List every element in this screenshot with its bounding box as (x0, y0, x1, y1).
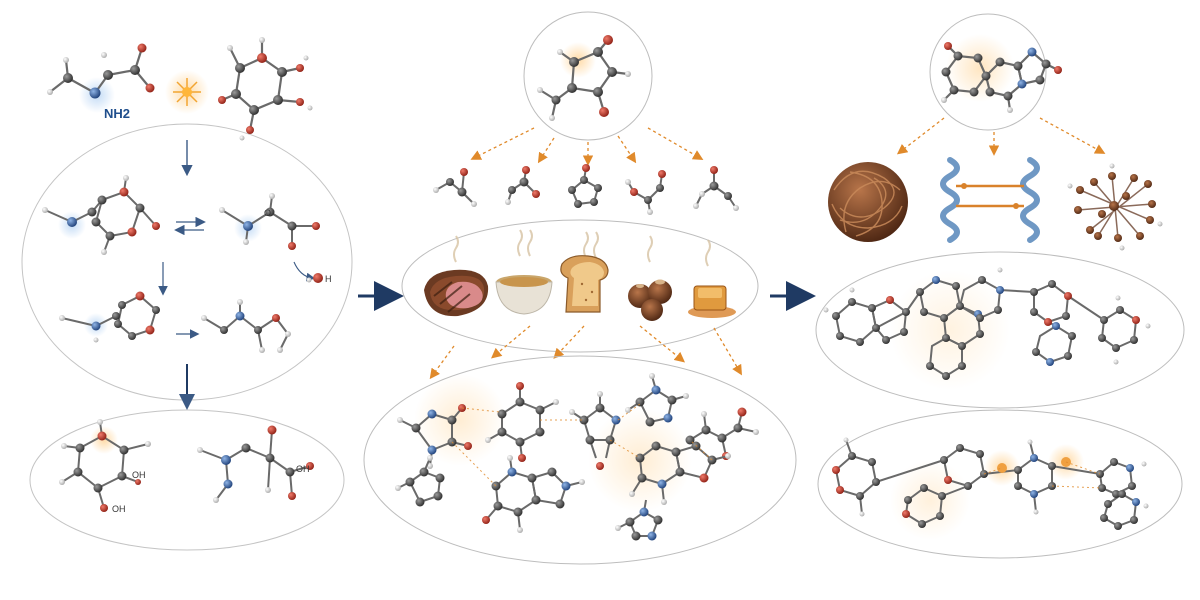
sugar-molecule (218, 37, 313, 141)
volatile-molecule (505, 166, 540, 205)
amadori-molecule: O (219, 193, 320, 250)
seared-meat-icon (424, 269, 489, 317)
interaction-lines (451, 403, 713, 487)
water-molecule: H (293, 261, 332, 284)
caramel-icon (688, 285, 736, 318)
polycyclic-atoms (823, 267, 1151, 380)
amino-acid-molecule: NH2 (47, 43, 155, 121)
intermediate-products-ellipse (29, 409, 345, 551)
water-h-label: H (325, 274, 332, 284)
crosslinked-network-icon (1067, 163, 1163, 251)
volatile-molecule (625, 170, 666, 215)
aromatic-atoms (832, 437, 1149, 530)
hydroxyl-label-2: OH (112, 504, 126, 514)
fused-ring-molecule (941, 42, 1062, 113)
flow-arrows-top (470, 127, 704, 166)
rearranged-intermediate-molecule (201, 299, 291, 353)
protein-helix-icon (940, 157, 1040, 243)
spark-icon (165, 70, 209, 114)
oxygen-label: O (264, 208, 271, 218)
aminoketone-molecule: OH (197, 425, 314, 503)
heterocycle-molecule (395, 455, 445, 507)
equilibrium-arrows-icon (174, 216, 206, 236)
heterocycle-molecule (615, 499, 663, 541)
steam-wisps (453, 229, 711, 267)
broth-bowl-icon (495, 275, 553, 315)
melanoidin-polymer-icon (828, 162, 908, 242)
hazelnuts-icon (628, 279, 672, 321)
heterocycle-molecule (397, 404, 472, 469)
hydroxyl-label-3: OH (296, 464, 310, 474)
schiff-base-molecule (42, 175, 160, 255)
hydroxyl-label-1: OH (132, 470, 146, 480)
interaction-lines-right (983, 461, 1103, 489)
aromatic-products-ellipse (817, 409, 1183, 559)
heterocycle-molecule (485, 382, 559, 462)
heterocycle-molecule (685, 407, 759, 460)
amine-label: NH2 (104, 106, 130, 121)
panel-flavor-compounds (363, 11, 797, 565)
food-ellipse (401, 219, 759, 353)
polycyclic-ellipse (815, 251, 1185, 409)
volatile-molecule (433, 168, 477, 207)
hydroxy-ring-molecule: OH OH (59, 419, 151, 514)
heterocycle-molecule (625, 373, 689, 427)
toast-icon (560, 255, 609, 313)
panel-reactants: NH2 (21, 37, 353, 551)
fused-ring-circle (929, 13, 1047, 131)
flow-arrows-right (896, 117, 1106, 156)
aromatic-molecule (834, 439, 1138, 528)
panel-melanoidins (815, 13, 1185, 559)
dicarbonyl-molecule (59, 291, 160, 343)
flow-arrows-bottom (429, 325, 742, 380)
furanone-circle (523, 11, 653, 141)
volatile-molecule (693, 166, 739, 211)
volatile-molecule (568, 164, 602, 208)
furanone-molecule (537, 35, 631, 121)
heterocycle-molecule (569, 391, 621, 470)
heterocycles-ellipse (363, 355, 797, 565)
heterocycle-molecule (482, 455, 585, 533)
